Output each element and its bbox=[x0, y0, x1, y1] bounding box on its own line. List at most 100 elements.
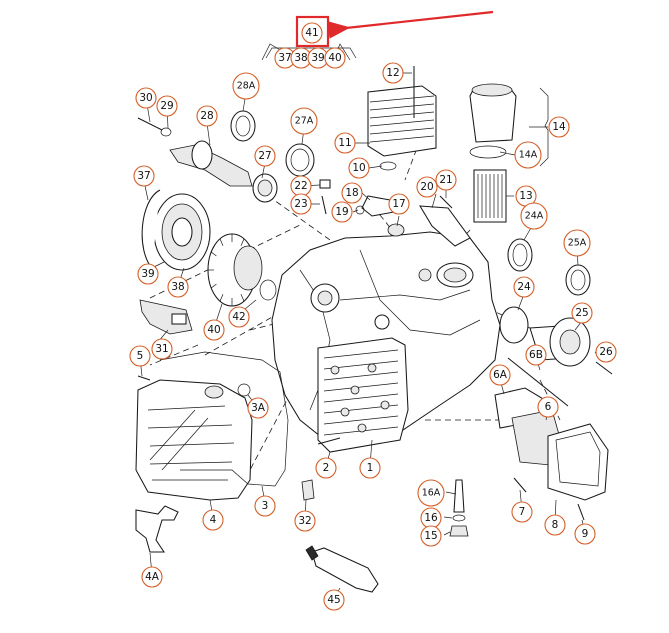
callout-15: 15 bbox=[420, 525, 442, 547]
seal-27A-inner bbox=[290, 148, 310, 172]
callout-number: 13 bbox=[519, 190, 532, 202]
callout-45: 45 bbox=[323, 589, 345, 611]
callout-number: 24 bbox=[517, 281, 531, 293]
cover-plug bbox=[204, 385, 224, 399]
callout-32: 32 bbox=[294, 510, 316, 532]
valve-body-port bbox=[330, 365, 340, 375]
callout-number: 18 bbox=[345, 187, 358, 199]
flange-seal bbox=[499, 306, 529, 344]
callout-number: 8 bbox=[552, 519, 559, 531]
callout-circle bbox=[537, 396, 559, 418]
seal-25A bbox=[565, 264, 591, 296]
leader-line bbox=[443, 531, 451, 536]
seal-25A-inner bbox=[570, 269, 586, 291]
callout-circle bbox=[331, 201, 353, 223]
mounting-bracket bbox=[419, 205, 471, 247]
bolt bbox=[577, 503, 585, 521]
callout-number: 39 bbox=[311, 52, 324, 64]
callout-circle bbox=[151, 338, 173, 360]
axle-rod bbox=[507, 357, 569, 407]
callout-circle bbox=[359, 457, 381, 479]
leader-line bbox=[431, 193, 437, 209]
callout-40: 40 bbox=[324, 47, 346, 69]
bolt bbox=[137, 117, 163, 131]
bolt bbox=[317, 437, 341, 445]
gear-hub bbox=[233, 245, 263, 291]
callout-number: 26 bbox=[599, 346, 613, 358]
callout-number: 25A bbox=[568, 238, 587, 249]
callout-circle bbox=[548, 116, 570, 138]
clutch-drum-hub bbox=[171, 217, 193, 247]
callout-27: 27 bbox=[254, 145, 276, 167]
callout-number: 39 bbox=[141, 268, 154, 280]
callout-4a: 4A bbox=[141, 566, 163, 588]
callout-circle bbox=[348, 157, 370, 179]
callout-3: 3 bbox=[254, 495, 276, 517]
callout-circle bbox=[315, 457, 337, 479]
callout-31: 31 bbox=[151, 338, 173, 360]
leader-line bbox=[396, 215, 400, 227]
callout-16a: 16A bbox=[417, 479, 445, 507]
callout-22: 22 bbox=[290, 175, 312, 197]
assembly-guide-line bbox=[404, 139, 421, 181]
gear-tooth bbox=[240, 238, 245, 246]
callout-number: 37 bbox=[278, 52, 291, 64]
group-bracket bbox=[265, 47, 357, 59]
assembly-guide-line bbox=[149, 344, 199, 366]
callout-1: 1 bbox=[359, 457, 381, 479]
callout-number: 45 bbox=[327, 594, 340, 606]
callout-circle bbox=[388, 193, 410, 215]
callout-number: 25 bbox=[575, 307, 588, 319]
callout-18: 18 bbox=[341, 182, 363, 204]
callout-circle bbox=[202, 509, 224, 531]
callout-circle bbox=[133, 165, 155, 187]
gear-tooth bbox=[211, 283, 217, 289]
callout-2: 2 bbox=[315, 457, 337, 479]
valve-body-channel bbox=[323, 382, 399, 392]
wiring-connector bbox=[139, 299, 193, 335]
callout-21: 21 bbox=[435, 169, 457, 191]
callout-number: 11 bbox=[338, 137, 351, 149]
callout-13: 13 bbox=[515, 185, 537, 207]
callout-number: 6A bbox=[493, 369, 508, 381]
callout-number: 38 bbox=[294, 52, 307, 64]
callout-5: 5 bbox=[129, 345, 151, 367]
callout-29: 29 bbox=[156, 95, 178, 117]
connector-plug bbox=[171, 313, 187, 325]
callout-number: 31 bbox=[155, 343, 168, 355]
callout-number: 40 bbox=[207, 324, 220, 336]
parts-artwork bbox=[135, 66, 613, 593]
callout-circle bbox=[290, 193, 312, 215]
callout-number: 41 bbox=[305, 27, 318, 39]
leader-line bbox=[499, 151, 516, 156]
cover-rib bbox=[147, 405, 235, 481]
housing-bore-inner bbox=[317, 290, 333, 306]
cooler-fin bbox=[369, 135, 435, 143]
callout-number: 1 bbox=[367, 462, 374, 474]
callout-number: 9 bbox=[582, 528, 589, 540]
callout-number: 3A bbox=[251, 402, 266, 414]
oil-pan-cover bbox=[135, 379, 253, 501]
callout-number: 14 bbox=[552, 121, 566, 133]
callout-number: 32 bbox=[298, 515, 311, 527]
callout-37: 37 bbox=[133, 165, 155, 187]
filter-cap-top bbox=[471, 83, 513, 97]
callout-circle bbox=[247, 397, 269, 419]
callout-number: 7 bbox=[519, 506, 526, 518]
callout-8: 8 bbox=[544, 514, 566, 536]
callout-number: 40 bbox=[328, 52, 341, 64]
callout-circle bbox=[156, 95, 178, 117]
callout-14: 14 bbox=[548, 116, 570, 138]
callout-11: 11 bbox=[334, 132, 356, 154]
callout-number: 28A bbox=[237, 81, 256, 92]
callout-circle bbox=[525, 344, 547, 366]
callout-circle bbox=[290, 107, 318, 135]
callout-6b: 6B bbox=[525, 344, 547, 366]
gear-tooth bbox=[219, 238, 224, 246]
callout-number: 27 bbox=[258, 150, 271, 162]
callout-circle bbox=[341, 182, 363, 204]
callout-number: 4 bbox=[210, 514, 217, 526]
callout-20: 20 bbox=[416, 176, 438, 198]
valve-body-port bbox=[340, 407, 350, 417]
